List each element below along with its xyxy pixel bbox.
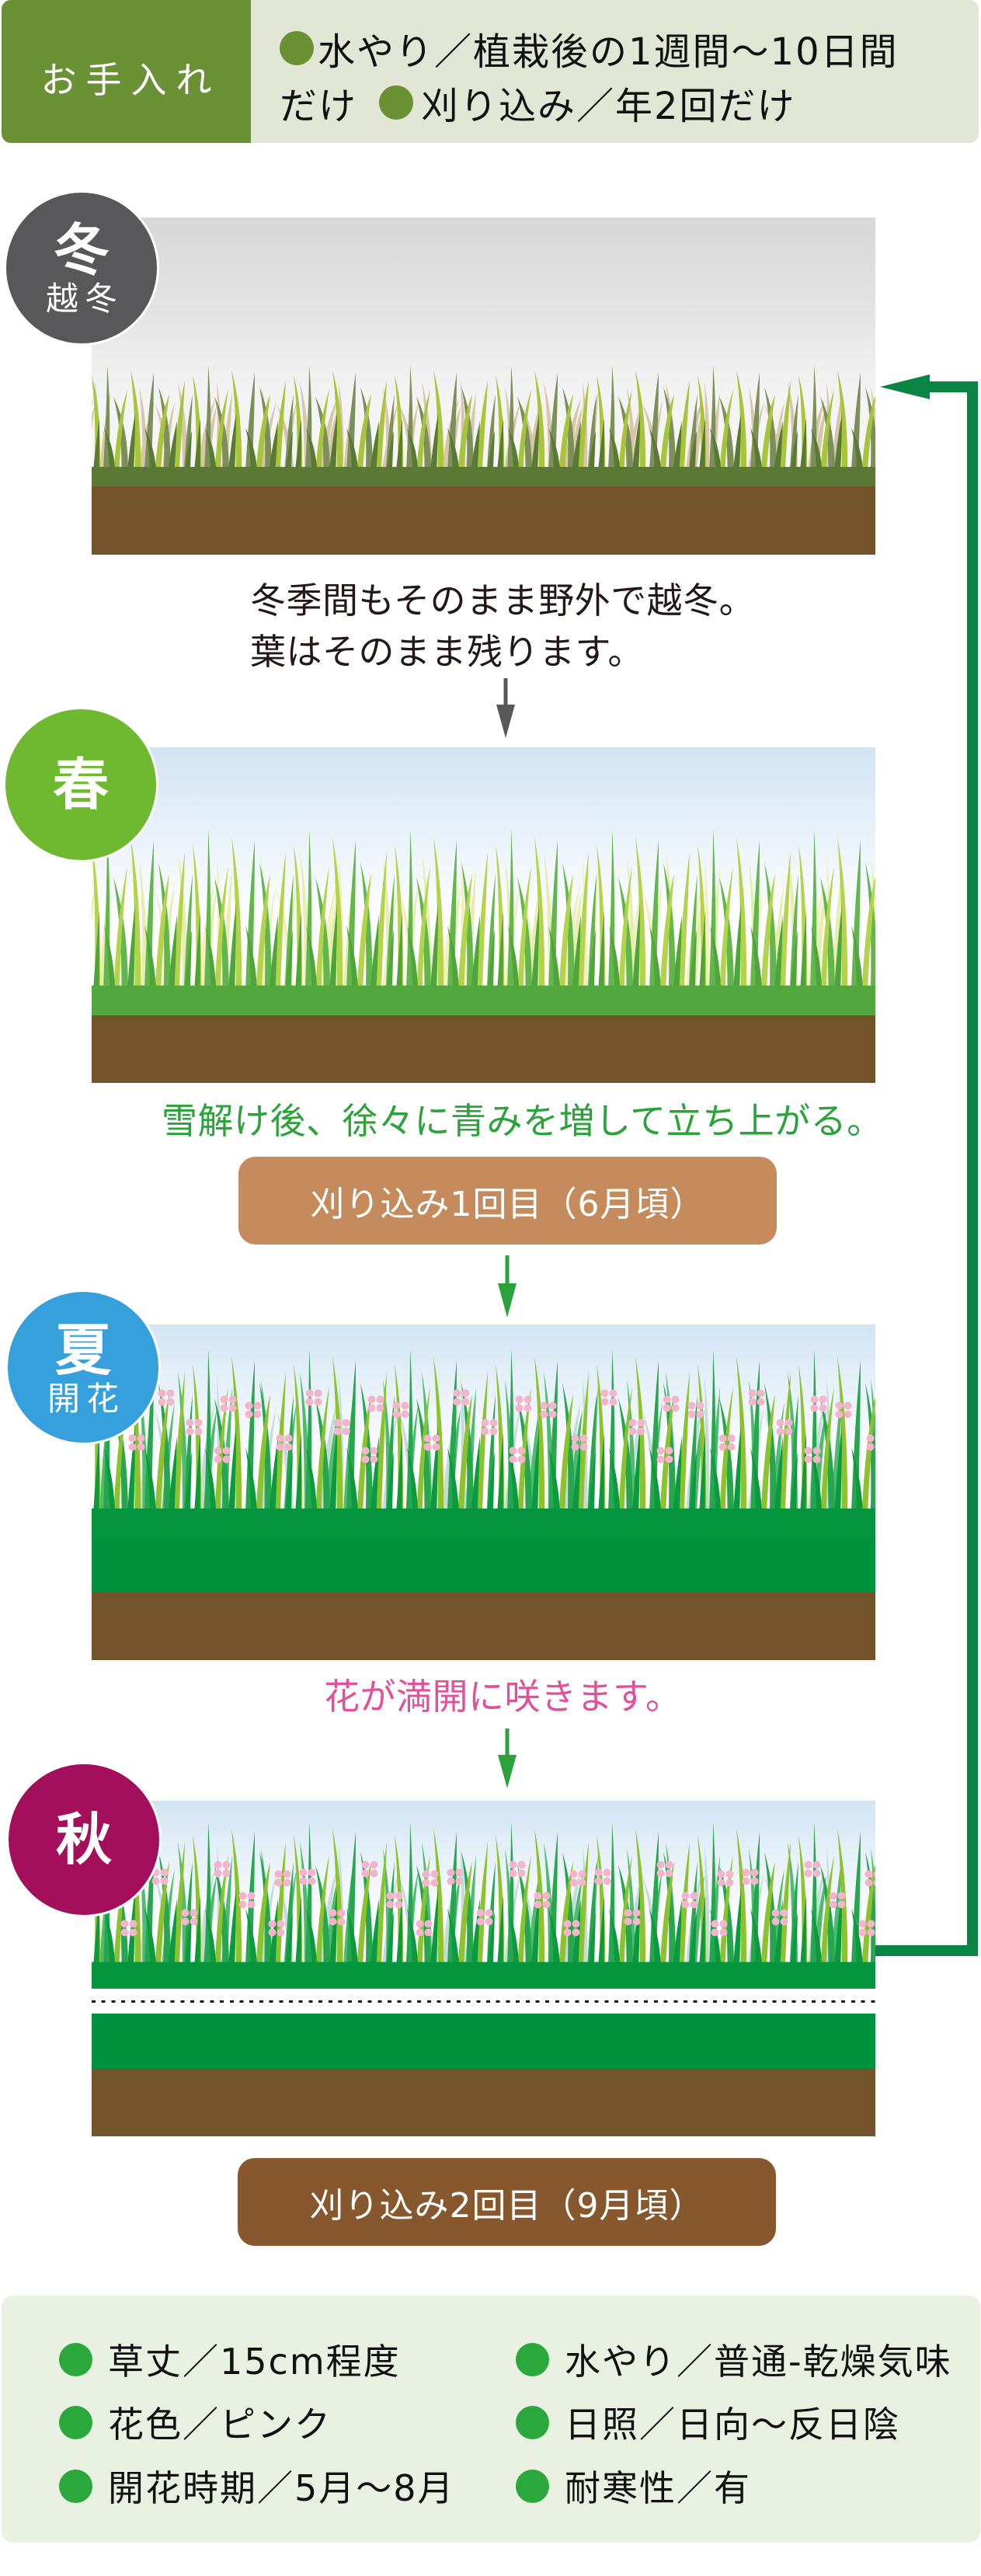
season-badge-winter: 冬 越冬 [4,190,159,346]
maintenance-item-watering: 水やり／植栽後の1週間〜10日間 [318,30,899,74]
summer-flowers [92,1387,875,1472]
first-pruning-label: 刈り込み1回目（6月頃） [238,1157,777,1244]
info-item-text: 花色／ピンク [108,2404,332,2445]
second-pruning-label-bg [238,2158,776,2246]
maintenance-item-watering-cont: だけ [280,85,358,128]
maintenance-line-1: 水やり／植栽後の1週間〜10日間 [280,21,899,75]
info-item-flower-color: 花色／ピンク [59,2399,332,2445]
winter-illustration [92,218,875,555]
badge-circle [4,190,159,346]
season-badge-summer: 夏 開花 [5,1290,161,1445]
winter-caption: 冬季間もそのまま野外で越冬。 葉はそのまま残ります。 [250,575,755,677]
plant-info-box: 草丈／15cm程度 花色／ピンク 開花時期／5月〜8月 水やり／普通-乾燥気味 … [2,2296,980,2543]
summer-grass-band [92,1535,875,1593]
spring-soil [92,1015,875,1083]
badge-circle [5,1290,161,1445]
down-arrow-icon [498,1728,517,1788]
summer-illustration [92,1325,875,1660]
info-item-sunlight: 日照／日向〜反日陰 [516,2399,900,2445]
autumn-flowers [92,1857,875,1946]
autumn-grass-band [92,2014,875,2069]
second-pruning-text: 刈り込み2回目（9月頃） [309,2185,704,2226]
info-item-text: 草丈／15cm程度 [108,2341,401,2383]
info-item-text: 日照／日向〜反日陰 [565,2404,900,2445]
season-badge-spring: 春 [3,707,158,862]
info-item-text: 水やり／普通-乾燥気味 [565,2341,952,2383]
winter-soil [92,486,875,555]
first-pruning-label-bg [238,1157,777,1244]
maintenance-items: 水やり／植栽後の1週間〜10日間 だけ 刈り込み／年2回だけ [251,0,899,143]
badge-season-name: 夏 [54,1318,111,1383]
bullet-icon [280,31,314,65]
summer-soil [92,1593,875,1660]
info-item-watering: 水やり／普通-乾燥気味 [516,2336,952,2383]
bullet-icon [516,2342,549,2376]
down-arrow-icon [498,1255,517,1318]
info-item-height: 草丈／15cm程度 [59,2336,401,2383]
winter-caption-line-1: 冬季間もそのまま野外で越冬。 [250,580,756,621]
spring-grass [92,829,875,1015]
bullet-icon [516,2469,549,2503]
bullet-icon [379,85,414,120]
maintenance-header: お手入れ 水やり／植栽後の1週間〜10日間 だけ 刈り込み／年2回だけ [2,0,979,143]
badge-season-note: 越冬 [45,280,123,318]
spring-illustration [92,747,875,1083]
badge-season-name: 春 [52,752,109,817]
info-item-text: 開花時期／5月〜8月 [108,2467,455,2509]
maintenance-line-2: だけ 刈り込み／年2回だけ [280,75,899,130]
badge-circle [3,707,158,862]
autumn-soil [92,2069,875,2136]
season-badge-autumn: 秋 [6,1762,162,1917]
second-pruning-label: 刈り込み2回目（9月頃） [238,2158,776,2246]
cut-line [92,2000,875,2003]
winter-caption-line-2: 葉はそのまま残ります。 [250,631,644,673]
autumn-illustration [92,1801,875,2136]
cycle-return-arrow-icon [875,374,978,1956]
winter-grass [92,365,875,486]
maintenance-item-pruning: 刈り込み／年2回だけ [421,85,796,128]
badge-circle [6,1762,162,1917]
badge-season-note: 開花 [47,1380,125,1418]
bullet-icon [59,2342,92,2376]
info-item-cold-hardiness: 耐寒性／有 [516,2463,751,2509]
bullet-icon [59,2469,92,2503]
down-arrow-icon [496,678,515,738]
summer-caption: 花が満開に咲きます。 [324,1676,682,1718]
info-item-text: 耐寒性／有 [565,2467,751,2509]
bullet-icon [59,2405,92,2439]
badge-season-name: 冬 [53,218,110,283]
info-item-bloom-period: 開花時期／5月〜8月 [59,2463,455,2509]
first-pruning-text: 刈り込み1回目（6月頃） [310,1184,705,1224]
bullet-icon [516,2405,549,2439]
maintenance-label: お手入れ [2,0,251,143]
badge-season-name: 秋 [55,1807,112,1872]
spring-caption: 雪解け後、徐々に青みを増して立ち上がる。 [162,1100,883,1142]
